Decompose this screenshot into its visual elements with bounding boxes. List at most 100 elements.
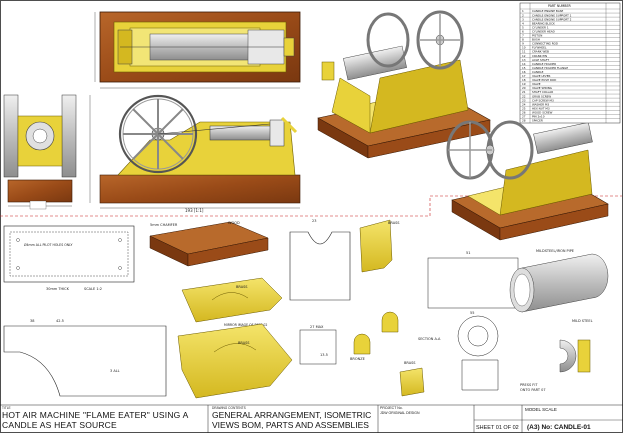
brass-label-2: BRASS [238, 341, 250, 345]
bom-row-part: SHAFT COLLAR [532, 90, 553, 94]
bom-row-item: 24 [522, 102, 526, 106]
part-base-plate: Ø4mm ALL PILOT HOLES ONLY 30mm THICK SCA… [3, 225, 135, 291]
bom-row-part: CYLINDER HEAD [532, 29, 555, 33]
bom-row-item: 18 [522, 78, 526, 82]
bom-row-part: CANDLE ENGINE BASE [532, 9, 564, 13]
bom-row-item: 25 [522, 106, 526, 110]
bom-row-item: 8 [522, 38, 524, 42]
brass-label-4: BRASS [404, 361, 416, 365]
bom-row-part: WASHER M3 [532, 102, 549, 106]
bom-row-part: BEARING BLOCK [532, 21, 555, 25]
bom-row-part: CANDLE [532, 70, 544, 74]
main-title-line-2: CANDLE AS HEAT SOURCE [2, 420, 117, 430]
dim-27: 27 MAX [310, 325, 324, 329]
dim-23: 23 [312, 219, 316, 223]
part-pipe: 51 MILDSTEEL/IRON PIPE [427, 249, 609, 313]
bom-row-part: CANDLE ENGINE SUPPORT 2 [532, 17, 572, 21]
title-label: TITLE [2, 406, 11, 410]
bom-row-item: 21 [522, 90, 526, 94]
sheet-number: SHEET 01 OF 02 [476, 425, 519, 431]
bom-row-item: 20 [522, 86, 526, 90]
bom-row-item: 10 [522, 46, 526, 50]
bom-row-item: 7 [522, 34, 524, 38]
brass-label-1: BRASS [236, 285, 248, 289]
bom-row-part: FLYWHEEL [532, 46, 547, 50]
bom-row-item: 28 [522, 119, 526, 123]
project-label: PROJECT No. [380, 406, 403, 410]
contents-line-1: GENERAL ARRANGEMENT, ISOMETRIC [212, 410, 372, 420]
model-scale: MODEL SCALE [525, 407, 557, 412]
top-view [94, 11, 301, 89]
part-holder-drawings: 23 27 MAX 13.5 [289, 219, 351, 365]
dim-55: 55 [470, 311, 474, 315]
bom-row-part: BUSH [532, 38, 540, 42]
bom-row-item: 12 [522, 54, 526, 58]
isometric-view-2 [446, 120, 609, 241]
bom-row-item: 11 [522, 50, 526, 54]
bom-row-part: VALVE SPRING [532, 86, 552, 90]
end-view [3, 94, 77, 210]
bom-row-item: 1 [522, 9, 524, 13]
part-support-side: 38 42.5 3 ALL [3, 319, 167, 397]
bom-row-part: CONNECTING ROD [532, 42, 558, 46]
bom-row-part: CAP SCREW M3 [532, 98, 554, 102]
chamfer-note: 5mm CHAMFER [150, 223, 178, 227]
three-all-note: 3 ALL [110, 369, 120, 373]
bom-row-part: WOOD SCREW [532, 110, 553, 114]
dim-42: 42.5 [56, 319, 64, 323]
bom-row-part: CANDLE HOLDER [532, 62, 556, 66]
bom-row-part: VALVE PUSH ROD [532, 78, 556, 82]
bom-row-item: 17 [522, 74, 526, 78]
press-fit-note: PRESS FIT [520, 383, 538, 387]
company-name: JDW ORIGINAL DESIGN [380, 411, 420, 415]
bom-row-item: 15 [522, 66, 526, 70]
bom-row-item: 2 [522, 13, 524, 17]
bom-row-part: HEX NUT M3 [532, 106, 550, 110]
steel-pipe-note: MILDSTEEL/IRON PIPE [536, 249, 574, 253]
scale-note: SCALE 1:2 [84, 287, 102, 291]
bom-row-part: CRANK WEB [532, 50, 549, 54]
drawing-contents: GENERAL ARRANGEMENT, ISOMETRIC VIEWS BOM… [212, 410, 371, 430]
bom-row-part: GRUB SCREW [532, 94, 551, 98]
bom-header-part: PART NUMBER [548, 4, 572, 8]
mirror-note: MIRROR IMAGE OF PART 02 [224, 323, 267, 327]
bom-row-item: 6 [522, 29, 524, 33]
bom-row-item: 26 [522, 110, 526, 114]
dim-51: 51 [466, 251, 470, 255]
main-title-line-1: HOT AIR MACHINE "FLAME EATER" USING A [2, 410, 189, 420]
bom-row-part: SPACER [532, 119, 543, 123]
bom-row-item: 4 [522, 21, 524, 25]
dim-38: 38 [30, 319, 34, 323]
bom-row-part: AXLE SHAFT [532, 58, 549, 62]
section-aa-note: SECTION A-A [418, 337, 441, 341]
part-bushings: 55 MILD STEEL PRESS FIT ONTO PART 07 BRO… [350, 311, 593, 397]
bom-row-item: 14 [522, 62, 526, 66]
bom-row-item: 23 [522, 98, 526, 102]
bom-row-part: CANDLE HOLDER FLANGE [532, 66, 568, 70]
mild-steel-note: MILD STEEL [572, 319, 593, 323]
front-view: 193 [1:1] [89, 94, 301, 213]
bom-row-item: 16 [522, 70, 526, 74]
bronze-note: BRONZE [350, 357, 365, 361]
drawing-number: (A3) No: CANDLE-01 [527, 424, 591, 431]
brass-label-3: BRASS [388, 221, 400, 225]
bom-row-part: CANDLE ENGINE SUPPORT 1 [532, 13, 572, 17]
bom-row-item: 27 [522, 115, 526, 119]
bom-row-part: PISTON [532, 34, 542, 38]
bom-row-part: CRANK PIN [532, 54, 547, 58]
wood-note: WOOD [228, 221, 240, 225]
dim-width-label: 193 [1:1] [185, 208, 204, 213]
bom-row-item: 5 [522, 25, 524, 29]
thickness-note: 30mm THICK [46, 287, 70, 291]
bom-row-item: 13 [522, 58, 526, 62]
part-brass-support-1: BRASS MIRROR IMAGE OF PART 02 [181, 277, 283, 327]
onto-part-note: ONTO PART 07 [520, 388, 546, 392]
isometric-view-1 [317, 10, 491, 159]
pilot-holes-note: Ø4mm ALL PILOT HOLES ONLY [24, 242, 72, 247]
main-title: HOT AIR MACHINE "FLAME EATER" USING A CA… [2, 410, 188, 430]
bom-row-item: 9 [522, 42, 524, 46]
bom-row-item: 22 [522, 94, 526, 98]
bom-row-part: VALVE LEVER [532, 74, 550, 78]
